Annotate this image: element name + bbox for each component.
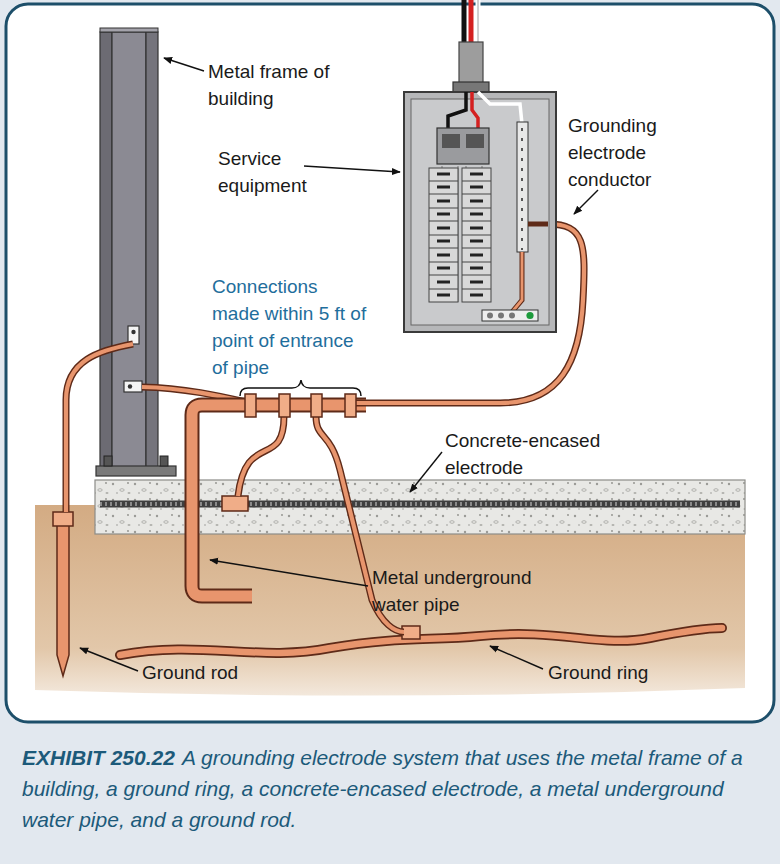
ground-rod [53, 512, 73, 676]
service-equipment-part [478, 0, 479, 44]
bonding-conductors-part [238, 416, 284, 496]
ground-ring-part [120, 628, 722, 655]
pipe-clamps-part [311, 394, 322, 417]
building-frame [96, 28, 176, 476]
service-equipment-part [482, 310, 538, 321]
leader-lines-part [410, 452, 442, 492]
part-label: Metal underground water pipe [372, 564, 572, 618]
pipe-clamps-part [279, 394, 290, 417]
part-label: Service equipment [218, 145, 328, 199]
part-label: Ground ring [548, 659, 698, 686]
leader-lines-part [210, 560, 368, 586]
water-pipe [192, 405, 366, 596]
building-frame-part [128, 384, 132, 388]
part-label: Metal frame of building [208, 58, 348, 112]
ground-ring-part [120, 628, 722, 655]
service-equipment-part [404, 92, 556, 332]
building-frame-part [160, 456, 168, 466]
bonding-conductors-part [66, 344, 133, 512]
pipe-clamps-part [245, 394, 256, 417]
bonding-conductors-part [66, 344, 133, 512]
building-frame-part [104, 456, 112, 466]
ground-ring [120, 626, 722, 655]
leader-lines-part [574, 190, 598, 214]
service-equipment-part [448, 92, 466, 130]
service-equipment-part [442, 134, 460, 148]
leader-lines [80, 58, 598, 671]
building-frame-part [131, 330, 135, 334]
service-equipment-part [521, 128, 523, 250]
service-equipment-part [512, 252, 522, 312]
ground-ring-part [402, 626, 420, 639]
service-equipment-part [509, 313, 515, 319]
service-equipment-part [512, 252, 522, 312]
leader-lines-part [80, 648, 138, 671]
panel-frame-part [6, 4, 774, 722]
service-equipment-part [429, 181, 491, 289]
leader-lines-part [304, 166, 400, 172]
service-equipment-part [517, 122, 528, 252]
service-equipment-part [466, 134, 484, 148]
pipe-clamps-part [345, 394, 356, 417]
part-label: Concrete-encased electrode [445, 427, 620, 481]
ground-rod-part [53, 512, 73, 526]
service-equipment-part [526, 312, 533, 319]
water-pipe-part [192, 405, 366, 596]
service-equipment-part [487, 313, 493, 319]
service-equipment [404, 0, 556, 332]
building-frame-part [100, 28, 158, 32]
leader-lines-part [490, 646, 543, 669]
service-equipment-part [498, 313, 504, 319]
service-equipment-part [469, 0, 474, 44]
service-equipment-part [472, 92, 478, 130]
water-pipe-part [192, 405, 366, 596]
part-label: Ground rod [142, 659, 292, 686]
exhibit-title: EXHIBIT 250.22 [22, 746, 175, 769]
service-equipment-part [437, 128, 489, 164]
building-frame-part [112, 32, 146, 468]
leader-lines-part [164, 58, 204, 71]
bonding-conductors-part [238, 416, 284, 496]
bonding-conductors [66, 344, 404, 632]
panel-frame [6, 4, 774, 722]
note-label: Connections made within 5 ft of point of… [212, 273, 370, 381]
service-equipment-part [528, 222, 548, 227]
bracket-part [240, 380, 361, 396]
service-equipment-part [462, 0, 467, 44]
service-equipment-part [453, 82, 489, 92]
service-equipment-part [411, 99, 549, 325]
concrete-encased-electrode-part [222, 496, 248, 511]
part-label: Grounding electrode conductor [568, 112, 678, 193]
service-equipment-part [437, 174, 483, 295]
service-equipment-part [478, 92, 522, 124]
building-frame-part [96, 466, 176, 476]
service-equipment-part [476, 0, 481, 44]
building-frame-part [146, 32, 158, 468]
caption: EXHIBIT 250.22A grounding electrode syst… [22, 742, 758, 835]
bracket [240, 380, 361, 396]
service-equipment-part [459, 42, 483, 84]
building-frame-part [100, 32, 112, 468]
ground-rod-part [57, 518, 69, 676]
building-frame-part [124, 381, 142, 392]
pipe-clamps [245, 394, 356, 417]
